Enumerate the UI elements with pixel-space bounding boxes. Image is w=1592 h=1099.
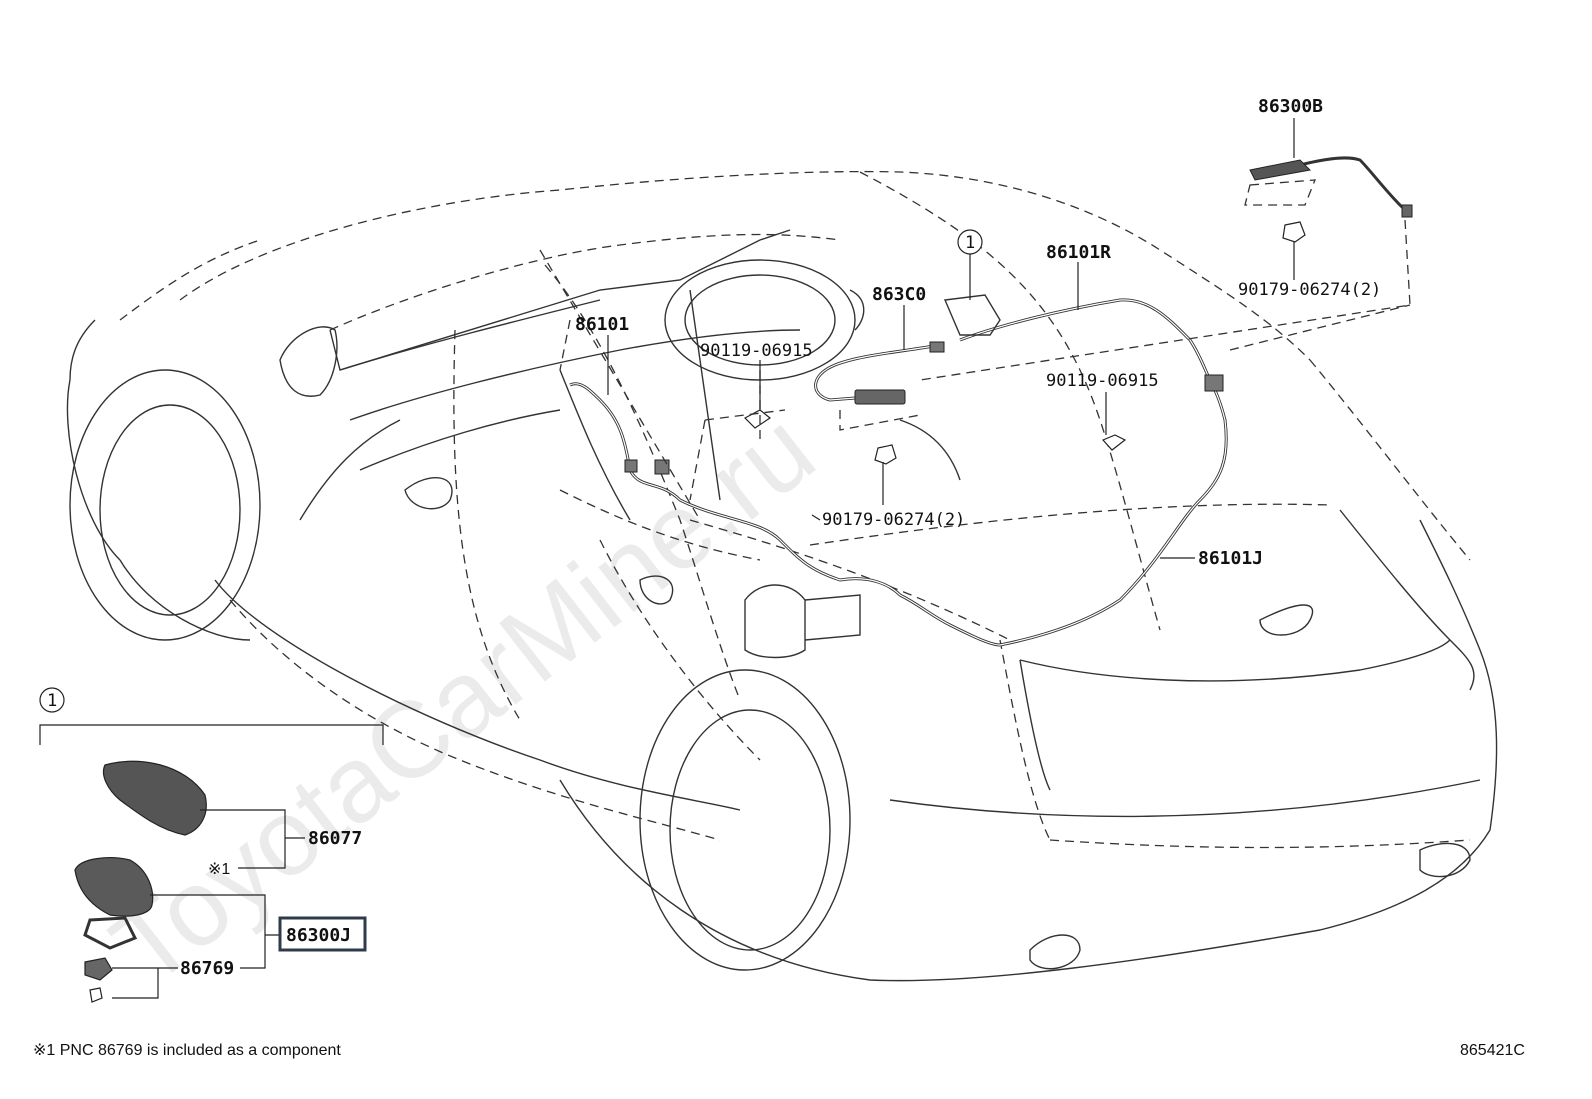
shark-fin-cover bbox=[102, 760, 207, 836]
label-863C0[interactable]: 863C0 bbox=[872, 284, 926, 305]
label-86077[interactable]: 86077 bbox=[308, 828, 362, 849]
circle-ref-roof: 1 bbox=[957, 229, 983, 255]
label-86769[interactable]: 86769 bbox=[180, 958, 234, 979]
label-86101[interactable]: 86101 bbox=[575, 314, 629, 335]
label-86101R[interactable]: 86101R bbox=[1046, 242, 1111, 263]
label-90179-mid[interactable]: 90179-06274(2) bbox=[822, 510, 965, 530]
antenna-cables bbox=[569, 156, 1412, 647]
label-ref-1: ※1 bbox=[208, 861, 230, 878]
label-86101J[interactable]: 86101J bbox=[1198, 548, 1263, 569]
part-labels: 86300B 90179-06274(2) 86101R 863C0 86101… bbox=[575, 96, 1381, 569]
circle-ref-inset-number: 1 bbox=[47, 691, 57, 711]
label-90119-left[interactable]: 90119-06915 bbox=[700, 341, 813, 361]
clip bbox=[84, 957, 113, 981]
watermark: ToyotaCarMine.ru bbox=[90, 388, 836, 1008]
circle-ref-roof-number: 1 bbox=[965, 233, 975, 253]
car-interior bbox=[279, 229, 961, 659]
leader-lines bbox=[607, 118, 1295, 559]
rear-wheel bbox=[639, 669, 851, 971]
footnote: ※1 PNC 86769 is included as a component bbox=[33, 1042, 341, 1059]
label-86300B[interactable]: 86300B bbox=[1258, 96, 1323, 117]
front-wheel bbox=[69, 369, 261, 641]
label-90119-right[interactable]: 90119-06915 bbox=[1046, 371, 1159, 391]
label-86300J[interactable]: 86300J bbox=[286, 925, 351, 946]
bolt bbox=[89, 987, 103, 1003]
car-body-outline bbox=[66, 170, 1498, 982]
label-90179-top[interactable]: 90179-06274(2) bbox=[1238, 280, 1381, 300]
highlight-box-86300J[interactable] bbox=[278, 916, 367, 952]
inset-detail: 1 86077 ※1 86300J 86769 bbox=[39, 687, 384, 1003]
diagram-code: 865421C bbox=[1460, 1042, 1525, 1059]
antenna-unit bbox=[74, 857, 154, 917]
cable-connectors bbox=[624, 159, 1413, 475]
gasket bbox=[83, 916, 138, 950]
